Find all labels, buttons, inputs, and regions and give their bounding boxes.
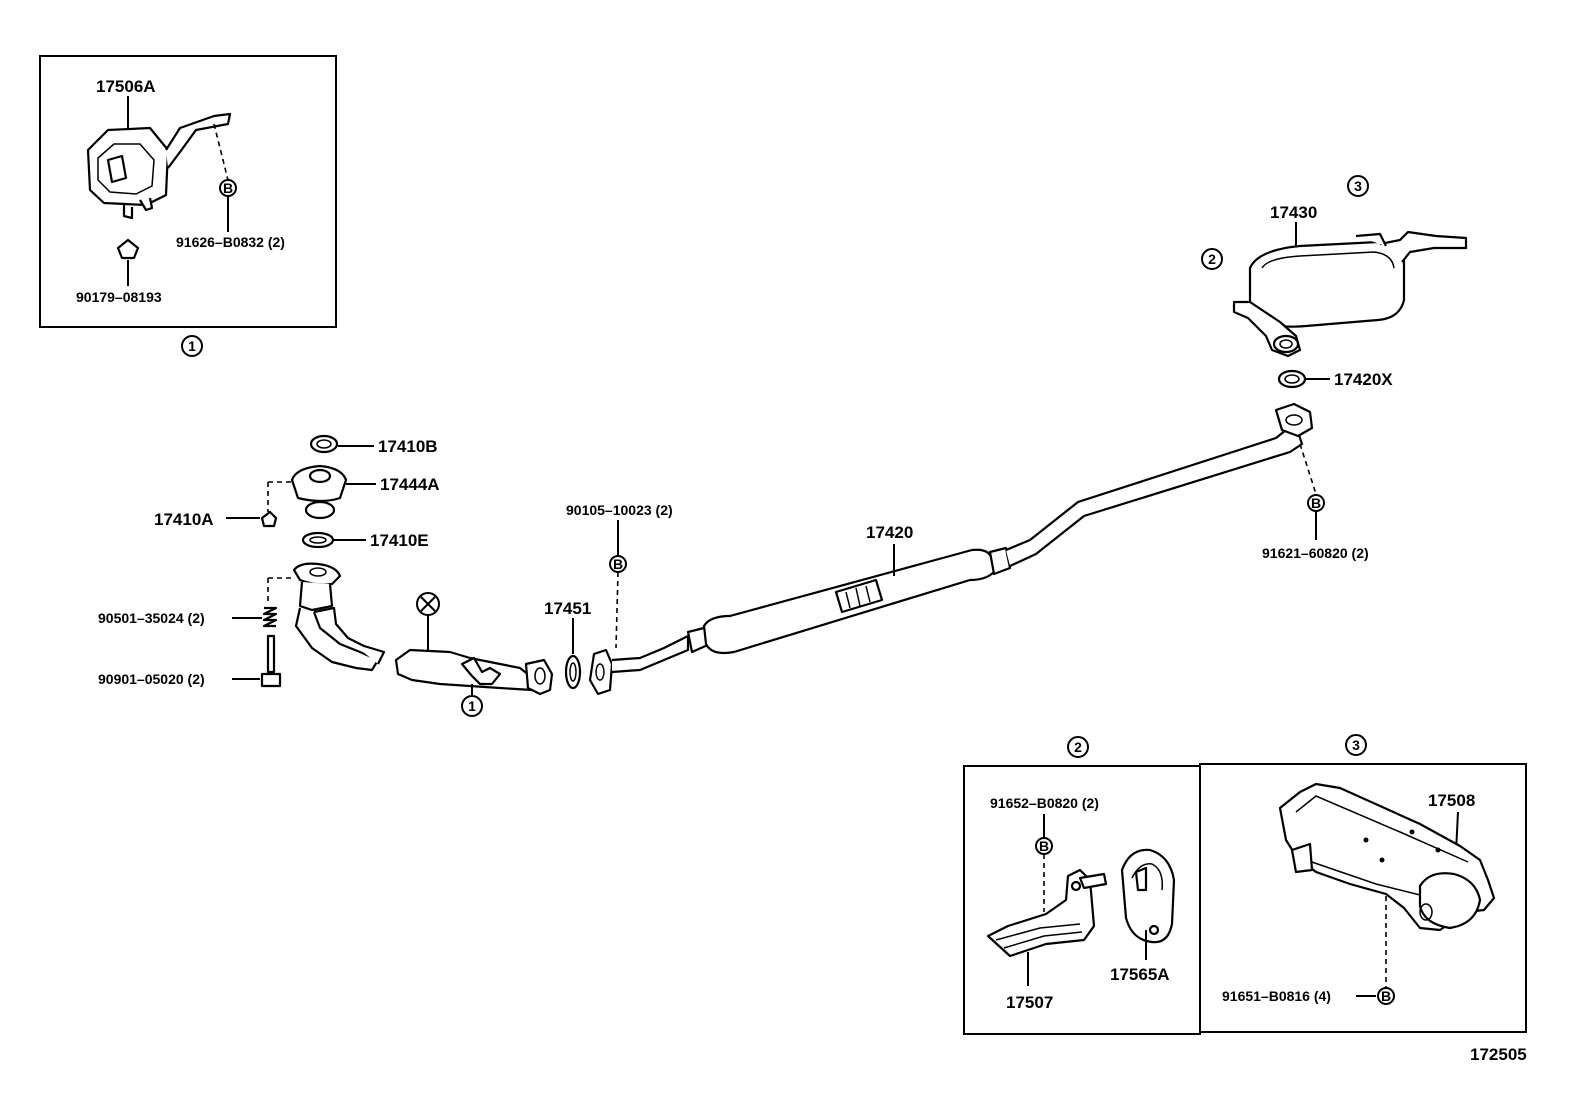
callout-b-90105-text: B <box>613 556 623 572</box>
callout-b-91652-text: B <box>1039 838 1049 854</box>
callout-b-91651 <box>1377 987 1395 1005</box>
callout-b-91626-text: B <box>223 180 233 196</box>
label-17410E: 17410E <box>370 531 429 550</box>
callout-1-inset <box>181 335 203 357</box>
inset-box-1: 17506A B 91626–B0832 (2) 90179–08193 <box>39 55 337 328</box>
label-91626: 91626–B0832 (2) <box>176 234 285 250</box>
label-17506A: 17506A <box>96 77 156 96</box>
label-90105: 90105–10023 (2) <box>566 502 673 518</box>
label-17420: 17420 <box>866 523 913 542</box>
label-17508: 17508 <box>1428 791 1475 810</box>
callout-3-muffler <box>1347 175 1369 197</box>
label-91651: 91651–B0816 (4) <box>1222 988 1331 1004</box>
front-pipe-drawing <box>292 562 554 696</box>
reference-number: 172505 <box>1470 1045 1527 1064</box>
label-90901: 90901–05020 (2) <box>98 671 205 687</box>
gasket-17420X-drawing <box>1277 369 1307 389</box>
muffler-17430-drawing <box>1232 230 1468 358</box>
label-17410A: 17410A <box>154 510 214 529</box>
label-17507: 17507 <box>1006 993 1053 1012</box>
label-90501: 90501–35024 (2) <box>98 610 205 626</box>
inset-box-3: 17508 B 91651–B0816 (4) <box>1199 763 1527 1033</box>
label-17565A: 17565A <box>1110 965 1170 984</box>
callout-2-muffler-text: 2 <box>1208 251 1216 267</box>
callout-3-muffler-text: 3 <box>1354 178 1362 194</box>
callout-3-inset <box>1345 734 1367 756</box>
callout-1-pipe-text: 1 <box>468 698 476 714</box>
callout-3-inset-text: 3 <box>1352 737 1360 753</box>
callout-2-muffler <box>1201 248 1223 270</box>
callout-2-inset-text: 2 <box>1074 739 1082 755</box>
label-17410B: 17410B <box>378 437 438 456</box>
label-91652: 91652–B0820 (2) <box>990 795 1099 811</box>
label-17430: 17430 <box>1270 203 1317 222</box>
label-17420X: 17420X <box>1334 370 1393 389</box>
hanger-17506A-drawing <box>86 112 232 220</box>
label-91621: 91621–60820 (2) <box>1262 545 1369 561</box>
inset-box-2: 91652–B0820 (2) B 17507 17565A <box>963 765 1201 1035</box>
callout-1-inset-text: 1 <box>188 338 196 354</box>
callout-b-91651-text: B <box>1381 988 1391 1004</box>
label-17444A: 17444A <box>380 475 440 494</box>
label-17451: 17451 <box>544 599 591 618</box>
callout-b-91621-text: B <box>1311 495 1321 511</box>
callout-2-inset <box>1067 736 1089 758</box>
label-90179: 90179–08193 <box>76 289 162 305</box>
center-pipe-17420-drawing <box>588 402 1314 696</box>
